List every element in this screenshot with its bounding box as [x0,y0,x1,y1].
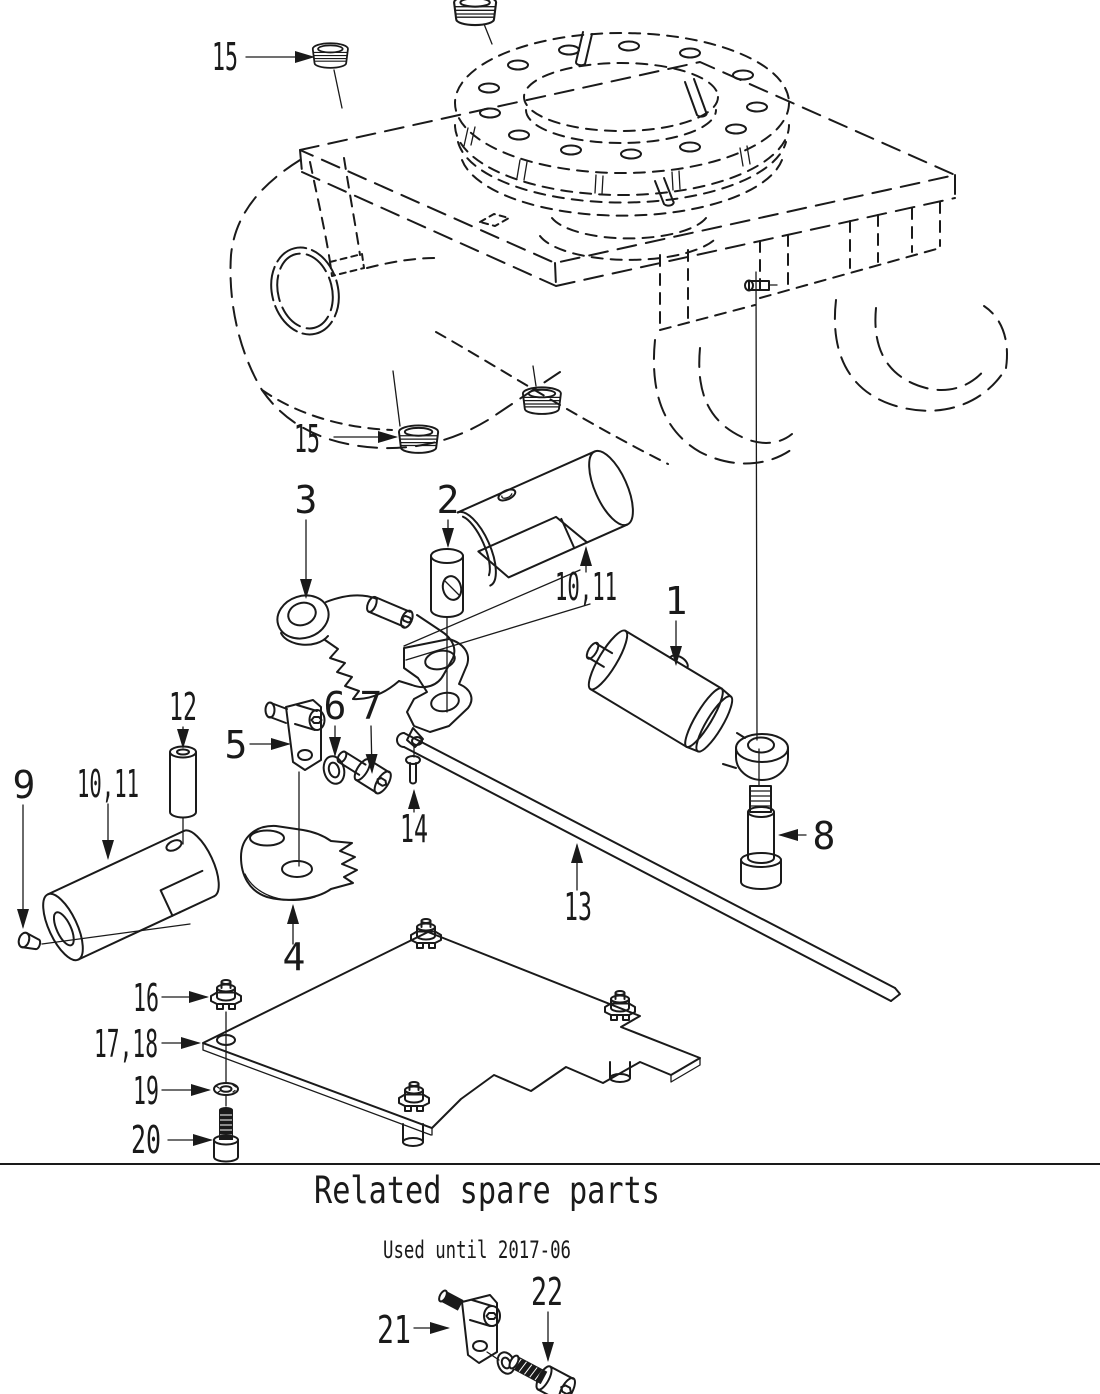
callout-8-label: 8 [813,814,836,858]
hooks-phantom [652,299,1008,465]
callout-14: 14 [400,789,428,851]
grooved-plug-top-right [453,0,498,27]
callout-14-label: 14 [400,807,428,851]
callout-4-label: 4 [283,935,306,979]
callout-21: 21 [377,1308,450,1352]
callouts: 15 15 3 2 10,11 1 12 5 [13,35,836,1362]
callout-16-label: 16 [133,976,159,1020]
callout-16: 16 [133,976,209,1020]
callout-12-label: 12 [169,685,197,729]
callout-7: 7 [360,684,383,774]
lock-washer [213,1082,239,1096]
cam-plate [240,824,358,901]
release-lever [276,569,591,748]
cage-nut-exploded [210,979,242,1010]
guide-clamp [264,699,326,867]
coupling-assembly-phantom [229,31,1008,741]
callout-13-label: 13 [564,885,592,929]
callout-12: 12 [169,685,197,749]
callout-10-11-left-label: 10,11 [77,762,139,806]
callout-7-label: 7 [360,684,383,728]
trunnion-pin [430,548,464,713]
air-fitting-detail [744,279,778,292]
wear-plate [202,931,701,1147]
callout-9-label: 9 [13,763,36,807]
callout-5: 5 [225,723,291,767]
callout-3-label: 3 [295,478,318,522]
pin-sleeve [169,745,197,845]
callout-3: 3 [295,478,318,599]
section-title: Related spare parts [314,1169,660,1212]
washer-small [322,755,346,785]
callout-10-11-left: 10,11 [77,762,139,860]
ring-rim-ticks [463,126,751,195]
callout-9: 9 [13,763,36,929]
callout-8: 8 [778,814,836,858]
callout-4: 4 [283,904,306,979]
plate-standoff-feet [402,1061,631,1147]
cage-nut-right [604,990,636,1021]
callout-10-11-top: 10,11 [555,546,617,609]
bearing-ring [454,31,790,217]
callout-19: 19 [133,1069,211,1113]
callout-2-label: 2 [437,478,460,522]
section-subtitle: Used until 2017-06 [383,1236,571,1264]
callout-15-top-label: 15 [212,35,238,79]
callout-1-label: 1 [665,579,688,623]
callout-19-label: 19 [133,1069,159,1113]
callout-1: 1 [665,579,688,666]
callout-22-label: 22 [531,1270,563,1314]
mounting-plate-phantom [299,61,956,287]
link-bar [396,732,901,1002]
callout-17-18: 17,18 [94,1022,201,1066]
callout-20-label: 20 [131,1118,161,1162]
cage-nut-bottom [398,1081,430,1112]
callout-20: 20 [131,1118,213,1162]
callout-21-label: 21 [377,1308,411,1352]
grooved-plug-top-left [311,42,349,69]
flat-screw [405,743,421,785]
center-line [755,271,758,741]
callout-15-mid-label: 15 [294,417,320,461]
ring-bolt-holes [478,40,768,160]
callout-2: 2 [437,478,460,548]
old-socket-bolt [508,1354,576,1394]
socket-bolt-vertical [213,1107,239,1163]
callout-15-top: 15 [212,35,315,79]
grooved-plug-mid-right [521,386,562,415]
clamp-sleeve-upper [456,449,634,587]
damper [585,629,789,781]
old-guide-clamp [438,1289,501,1364]
callout-17-18-label: 17,18 [94,1022,158,1066]
ring-guide-tabs [575,31,708,207]
callout-15-mid: 15 [294,417,398,461]
socket-bolt [336,750,392,795]
callout-13: 13 [564,843,592,929]
callout-5-label: 5 [225,723,248,767]
grooved-plug-mid-left [397,424,440,454]
callout-22: 22 [531,1270,563,1362]
right-bracket-phantom [539,201,941,331]
shoulder-bolt [740,748,782,890]
callout-6: 6 [324,684,347,757]
plug-leader-lines [333,23,537,427]
set-screw [17,923,191,951]
clamp-sleeve-lower [42,829,220,962]
callout-6-label: 6 [324,684,347,728]
